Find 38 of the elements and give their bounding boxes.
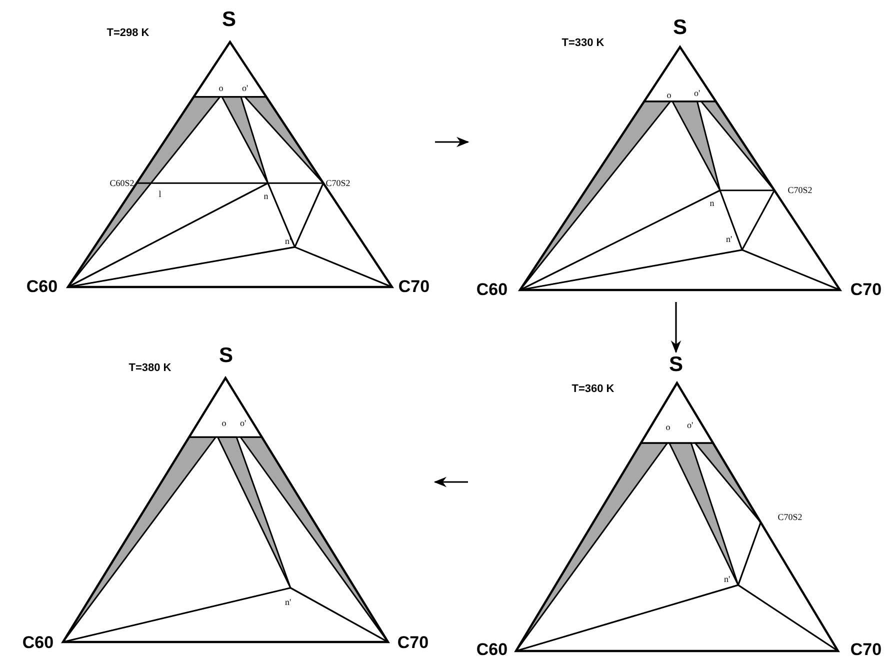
arrow bbox=[434, 476, 468, 488]
temperature-label: T=330 K bbox=[562, 37, 604, 49]
vertex-label: C60 bbox=[22, 633, 54, 653]
vertex-label: C70 bbox=[398, 277, 430, 297]
temperature-label: T=298 K bbox=[106, 27, 150, 39]
vertex-label: S bbox=[219, 344, 233, 368]
point-label: o bbox=[666, 90, 672, 100]
point-label: o' bbox=[686, 420, 694, 430]
vertex-label: C60 bbox=[26, 277, 58, 297]
vertex-label: C60 bbox=[476, 280, 508, 300]
point-label: C70S2 bbox=[788, 185, 812, 195]
point-label: o bbox=[222, 418, 226, 428]
point-label: n' bbox=[284, 236, 292, 246]
point-label: l bbox=[158, 189, 162, 199]
point-label: n' bbox=[726, 234, 732, 244]
point-label: C70S2 bbox=[778, 512, 802, 522]
arrow bbox=[670, 302, 682, 354]
point-label: o' bbox=[240, 418, 246, 428]
vertex-label: S bbox=[673, 16, 687, 40]
vertex-label: C70 bbox=[850, 640, 882, 657]
vertex-label: C70 bbox=[850, 280, 882, 300]
point-label: n bbox=[264, 191, 268, 201]
point-label: C60S2 bbox=[110, 178, 134, 188]
temperature-label: T=360 K bbox=[572, 383, 614, 395]
point-label: o' bbox=[694, 88, 700, 98]
vertex-label: S bbox=[669, 353, 683, 377]
vertex-label: C70 bbox=[397, 633, 429, 653]
point-label: o bbox=[218, 83, 224, 93]
point-label: n bbox=[710, 198, 714, 208]
arrow bbox=[435, 136, 470, 148]
point-label: n' bbox=[724, 574, 730, 584]
point-label: o' bbox=[242, 83, 248, 93]
vertex-label: C60 bbox=[476, 640, 508, 657]
temperature-label: T=380 K bbox=[128, 362, 172, 374]
point-label: C70S2 bbox=[326, 178, 350, 188]
point-label: o bbox=[666, 422, 670, 432]
point-label: n' bbox=[284, 597, 292, 607]
vertex-label: S bbox=[222, 8, 236, 32]
